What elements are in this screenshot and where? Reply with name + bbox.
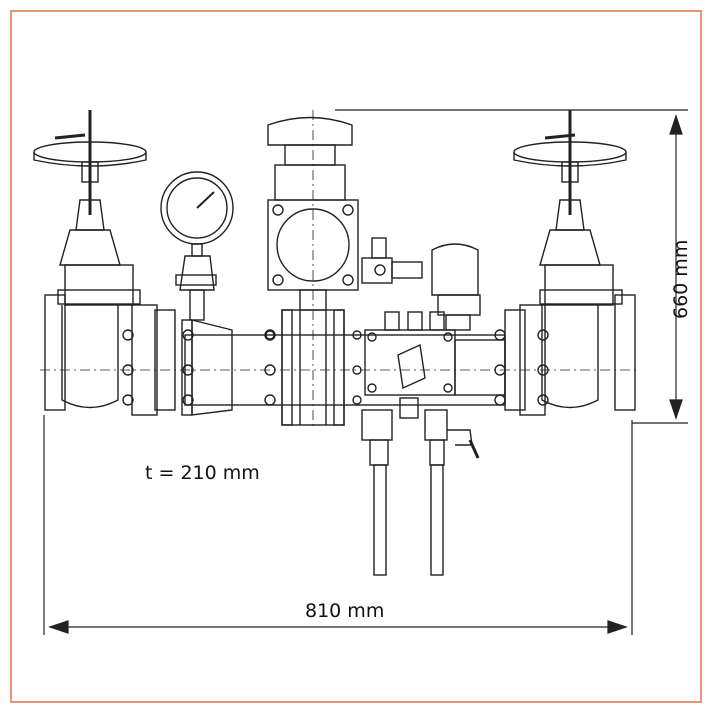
- solenoid-fitting: [361, 237, 423, 284]
- right-gate-valve: [504, 110, 636, 416]
- width-dimension: [43, 415, 633, 635]
- left-gate-valve: [33, 110, 176, 416]
- main-pipe: [40, 334, 640, 406]
- depth-dimension-label: t = 210 mm: [145, 462, 260, 484]
- figure-frame: [10, 10, 702, 703]
- height-dimension: [335, 109, 688, 424]
- strainer-body: [181, 319, 276, 416]
- right-actuator-box: [431, 243, 481, 331]
- pressure-gauge: [160, 171, 234, 321]
- drain-pipes: [361, 397, 480, 576]
- width-dimension-label: 810 mm: [305, 600, 385, 622]
- control-housing: [364, 311, 506, 396]
- height-dimension-label: 660 mm: [670, 239, 692, 319]
- flanges: [265, 309, 506, 426]
